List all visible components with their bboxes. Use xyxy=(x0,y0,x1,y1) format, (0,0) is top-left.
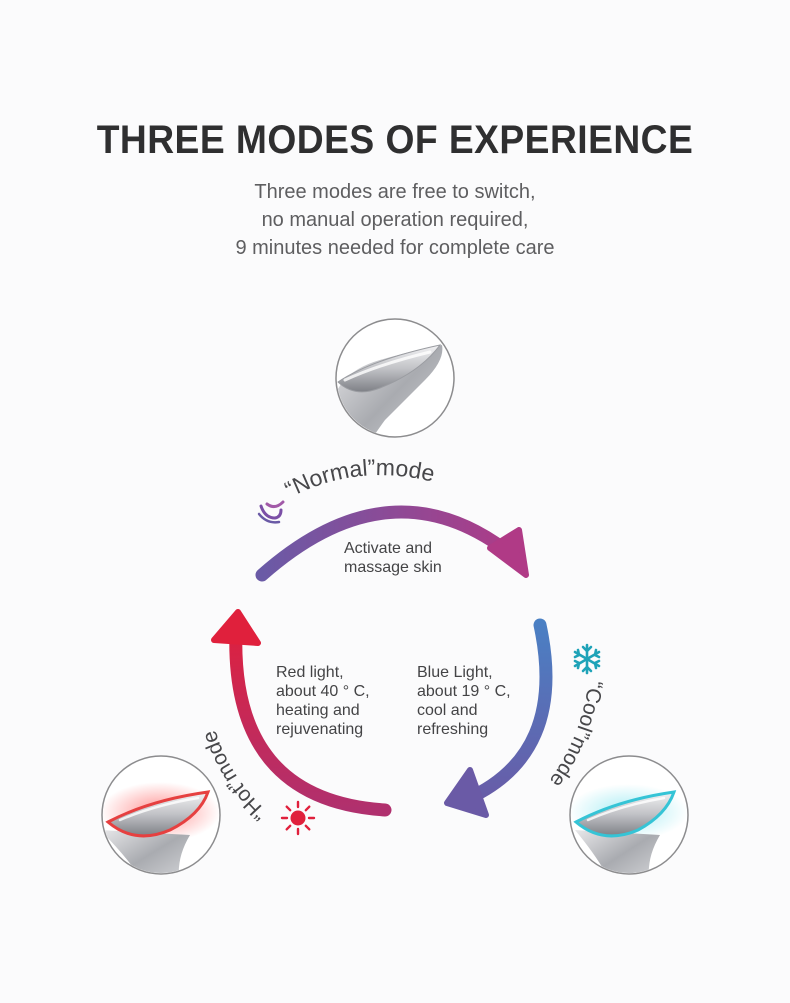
normal-mode-description: Activate and massage skin xyxy=(344,539,442,577)
hot-mode-description: Red light, about 40 ° C, heating and rej… xyxy=(276,663,370,739)
hot-desc-line: heating and xyxy=(276,702,360,719)
sun-icon xyxy=(280,800,316,836)
cool-mode-arrow xyxy=(444,618,553,818)
page-subtitle: Three modes are free to switch, no manua… xyxy=(0,178,790,262)
hot-desc-line: Red light, xyxy=(276,664,344,681)
normal-desc-line: Activate and xyxy=(344,540,433,557)
normal-mode-arrow xyxy=(255,505,529,582)
snowflake-icon xyxy=(573,643,601,675)
normal-mode-device-image xyxy=(335,318,455,438)
subtitle-line: no manual operation required, xyxy=(261,209,529,231)
hot-desc-line: about 40 ° C, xyxy=(276,683,370,700)
subtitle-line: 9 minutes needed for complete care xyxy=(235,237,555,259)
cool-desc-line: Blue Light, xyxy=(417,664,493,681)
cool-mode-device-image xyxy=(569,755,689,875)
cool-desc-line: refreshing xyxy=(417,721,489,738)
normal-desc-line: massage skin xyxy=(344,559,442,576)
cool-desc-line: about 19 ° C, xyxy=(417,683,511,700)
normal-mode-label: “Normal”mode xyxy=(280,454,437,502)
subtitle-line: Three modes are free to switch, xyxy=(254,181,536,203)
cool-desc-line: cool and xyxy=(417,702,478,719)
cool-mode-description: Blue Light, about 19 ° C, cool and refre… xyxy=(417,663,511,739)
page-title: THREE MODES OF EXPERIENCE xyxy=(96,118,694,162)
hot-mode-arrow xyxy=(211,609,392,817)
swirl-icon xyxy=(257,500,285,524)
hot-desc-line: rejuvenating xyxy=(276,721,364,738)
hot-mode-device-image xyxy=(101,755,221,875)
